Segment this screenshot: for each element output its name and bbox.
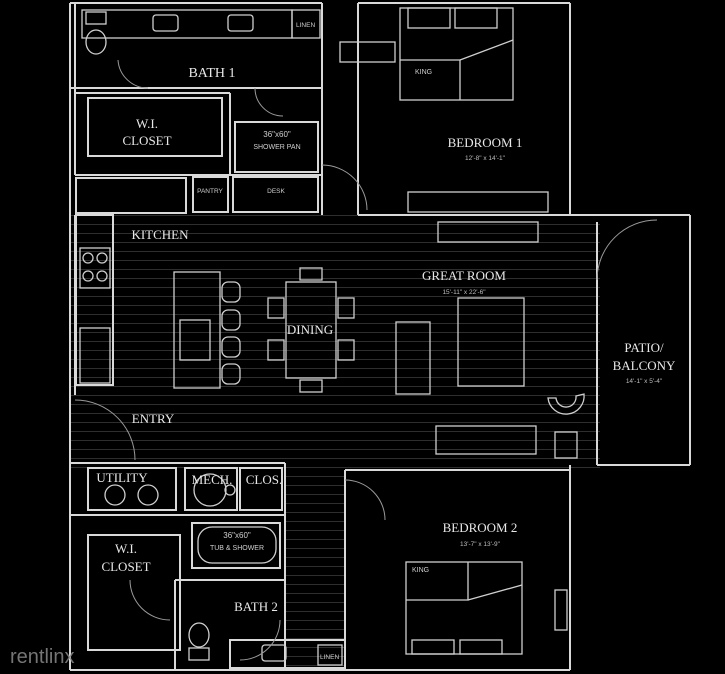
label-bedroom1-dim: 12'-8" x 14'-1" — [465, 155, 506, 162]
walls — [69, 2, 691, 671]
label-wi-closet-1-a: W.I. — [136, 116, 158, 131]
label-shower-a: 36"x60" — [263, 130, 291, 139]
label-entry: ENTRY — [132, 411, 175, 426]
label-great-room: GREAT ROOM — [422, 268, 506, 283]
label-king2: KING — [412, 567, 429, 574]
floor-hatch-main — [70, 215, 600, 470]
label-wi-closet-2-b: CLOSET — [101, 559, 150, 574]
label-pantry: PANTRY — [197, 188, 223, 195]
sofa-icon — [395, 321, 431, 395]
door-swings — [74, 59, 658, 661]
label-desk: DESK — [267, 188, 285, 195]
label-dining: DINING — [287, 322, 333, 337]
label-wi-closet-1-b: CLOSET — [122, 133, 171, 148]
label-shower-b: SHOWER PAN — [253, 144, 300, 151]
label-wi-closet-2-a: W.I. — [115, 541, 137, 556]
label-bath1: BATH 1 — [188, 66, 235, 81]
toilet-icon — [188, 622, 210, 648]
label-utility: UTILITY — [96, 470, 148, 485]
label-bedroom1: BEDROOM 1 — [448, 135, 523, 150]
label-bedroom2: BEDROOM 2 — [443, 520, 518, 535]
label-kitchen: KITCHEN — [131, 227, 189, 242]
label-bedroom2-dim: 13'-7" x 13'-9" — [460, 541, 501, 548]
toilet-icon — [85, 29, 107, 55]
label-bath2: BATH 2 — [234, 599, 278, 614]
label-linen2: LINEN — [320, 654, 339, 661]
bed-icon — [399, 7, 514, 101]
label-patio-b: BALCONY — [613, 358, 676, 373]
label-tub-b: TUB & SHOWER — [210, 545, 264, 552]
label-great-room-dim: 15'-11" x 22'-6" — [442, 289, 486, 296]
label-tub-a: 36"x60" — [223, 531, 251, 540]
label-patio-a: PATIO/ — [624, 340, 664, 355]
room-labels: BATH 1 W.I. CLOSET 36"x60" SHOWER PAN BE… — [96, 22, 676, 661]
watermark: rentlinx — [10, 646, 74, 668]
label-patio-dim: 14'-1" x 5'-4" — [626, 378, 663, 385]
floor-hatch-hall — [285, 465, 345, 670]
fixtures — [79, 7, 585, 666]
label-clos: CLOS. — [246, 472, 282, 487]
label-linen1: LINEN — [296, 22, 315, 29]
label-mech: MECH. — [192, 472, 233, 487]
dining-table-icon — [285, 281, 337, 379]
label-king1: KING — [415, 69, 432, 76]
